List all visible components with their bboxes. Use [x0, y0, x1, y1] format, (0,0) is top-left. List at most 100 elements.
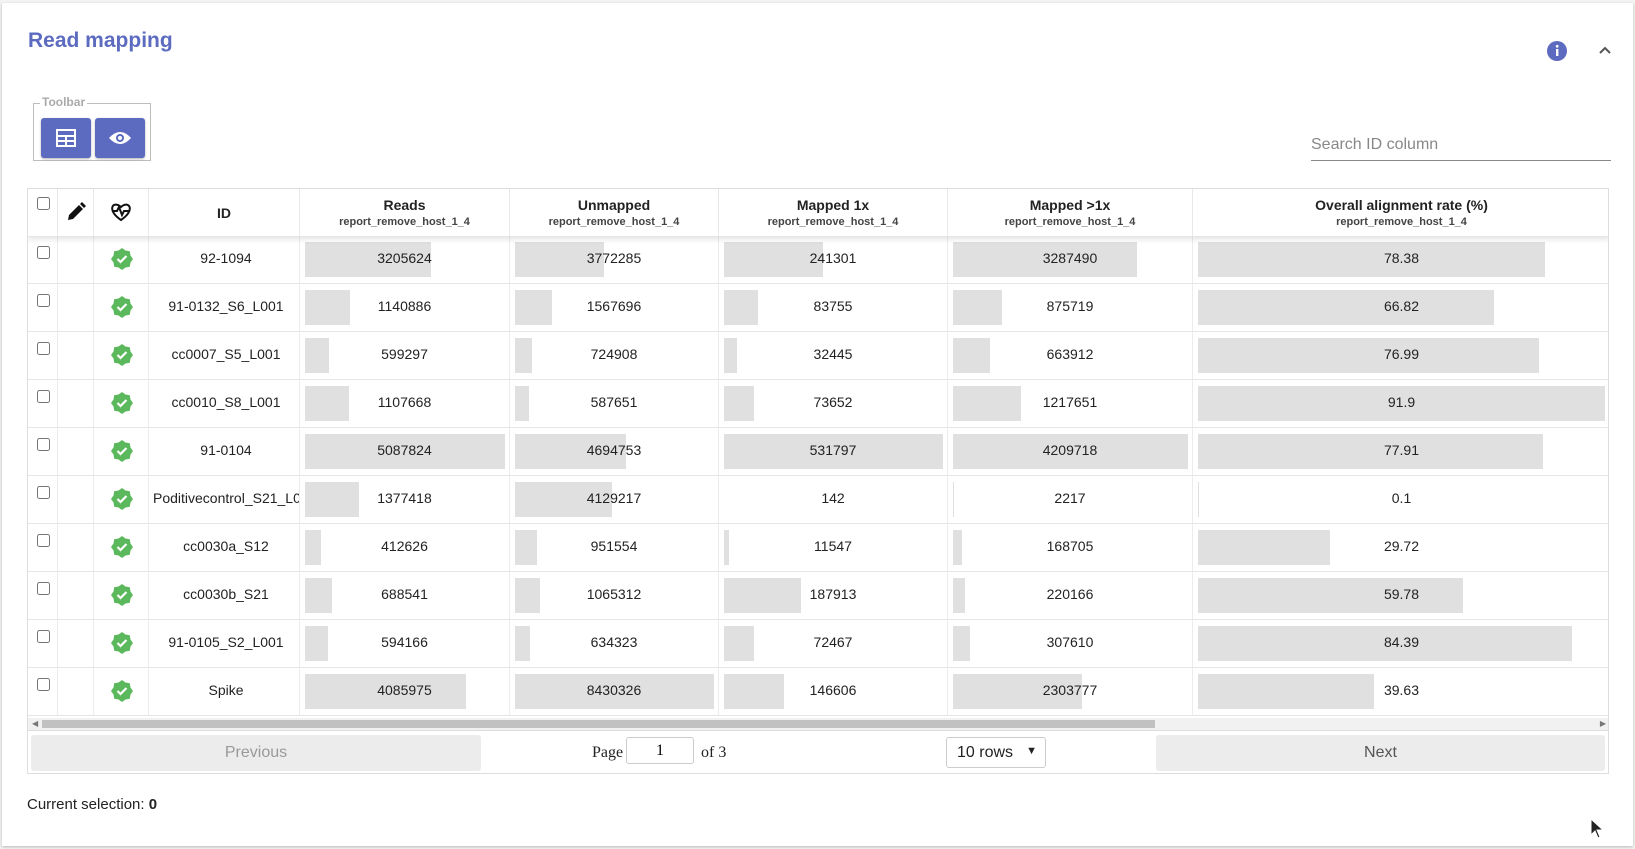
row-id: cc0030a_S12 [183, 538, 269, 554]
value-bar [1198, 290, 1494, 325]
value-bar [305, 386, 349, 421]
row-checkbox[interactable] [37, 678, 50, 691]
row-unmapped-value: 724908 [590, 346, 638, 362]
row-mapped1x-cell: 32445 [719, 332, 948, 379]
row-mappedgt1x-value: 3287490 [1042, 250, 1098, 266]
value-bar [305, 530, 322, 565]
row-id-cell: 92-1094 [149, 236, 300, 283]
row-unmapped-cell: 4129217 [510, 476, 719, 523]
row-rate-cell: 77.91 [1193, 428, 1608, 475]
row-mapped1x-cell: 187913 [719, 572, 948, 619]
row-reads-value: 4085975 [377, 682, 432, 698]
row-id-cell: cc0007_S5_L001 [149, 332, 300, 379]
value-bar [1198, 242, 1546, 277]
value-bar [953, 386, 1021, 421]
row-checkbox[interactable] [37, 534, 50, 547]
row-mapped1x-value: 11547 [814, 538, 852, 554]
column-visibility-button[interactable] [95, 118, 145, 158]
row-id: 92-1094 [200, 250, 252, 266]
value-bar [305, 242, 431, 277]
value-bar [724, 242, 824, 277]
row-reads-value: 412626 [381, 538, 428, 554]
scroll-left-icon[interactable]: ◀ [32, 719, 39, 728]
row-mappedgt1x-value: 875719 [1046, 298, 1094, 314]
row-mapped1x-value: 531797 [809, 442, 857, 458]
previous-button[interactable]: Previous [31, 735, 481, 771]
value-bar [305, 434, 505, 469]
scroll-right-icon[interactable]: ▶ [1599, 719, 1606, 728]
info-icon[interactable] [1546, 40, 1568, 62]
row-reads-cell: 688541 [300, 572, 510, 619]
row-checkbox[interactable] [37, 630, 50, 643]
check-badge-icon [111, 536, 133, 558]
row-reads-value: 5087824 [377, 442, 432, 458]
next-button[interactable]: Next [1156, 735, 1605, 771]
row-edit-cell [58, 332, 94, 379]
search-input[interactable] [1311, 129, 1611, 161]
rows-per-page-select[interactable]: 10 rows ▼ [946, 737, 1046, 768]
row-reads-value: 1140886 [377, 298, 432, 314]
header-id[interactable]: ID [149, 189, 300, 236]
eye-icon [109, 132, 131, 144]
row-checkbox[interactable] [37, 246, 50, 259]
row-rate-value: 0.1 [1391, 490, 1412, 506]
selection-label: Current selection: [27, 796, 145, 813]
row-unmapped-cell: 1567696 [510, 284, 719, 331]
row-checkbox[interactable] [37, 486, 50, 499]
chevron-up-icon[interactable] [1593, 39, 1617, 63]
value-bar [305, 626, 329, 661]
row-edit-cell [58, 524, 94, 571]
row-status-cell [94, 380, 149, 427]
selection-count: 0 [148, 796, 158, 813]
row-id-cell: 91-0104 [149, 428, 300, 475]
page-number-input[interactable] [626, 737, 694, 764]
row-select-cell [28, 236, 58, 283]
row-checkbox[interactable] [37, 582, 50, 595]
row-checkbox[interactable] [37, 438, 50, 451]
row-checkbox[interactable] [37, 390, 50, 403]
scroll-thumb[interactable] [42, 720, 1155, 728]
value-bar [953, 530, 963, 565]
check-badge-icon [111, 344, 133, 366]
header-mapped-1x[interactable]: Mapped 1x report_remove_host_1_4 [719, 189, 948, 236]
value-bar [953, 242, 1137, 277]
header-mapped-gt-1x[interactable]: Mapped >1x report_remove_host_1_4 [948, 189, 1193, 236]
horizontal-scrollbar[interactable]: ◀ ▶ [28, 718, 1608, 730]
header-alignment-rate[interactable]: Overall alignment rate (%) report_remove… [1315, 197, 1488, 228]
value-bar [1198, 578, 1463, 613]
value-bar [724, 434, 943, 469]
value-bar [953, 338, 991, 373]
row-checkbox[interactable] [37, 294, 50, 307]
row-id: cc0010_S8_L001 [171, 394, 281, 410]
row-mappedgt1x-value: 168705 [1046, 538, 1094, 554]
row-reads-cell: 594166 [300, 620, 510, 667]
row-mappedgt1x-value: 307610 [1046, 634, 1094, 650]
row-mappedgt1x-cell: 663912 [948, 332, 1193, 379]
header-unmapped[interactable]: Unmapped report_remove_host_1_4 [510, 189, 719, 236]
row-mapped1x-value: 72467 [813, 634, 853, 650]
row-rate-value: 84.39 [1383, 634, 1420, 650]
dropdown-arrow-icon: ▼ [1026, 745, 1037, 757]
row-id: 91-0105_S2_L001 [168, 634, 284, 650]
row-edit-cell [58, 668, 94, 715]
row-checkbox[interactable] [37, 342, 50, 355]
check-badge-icon [111, 440, 133, 462]
table-view-button[interactable] [41, 118, 91, 158]
row-id: 91-0104 [200, 442, 252, 458]
select-all-checkbox[interactable] [37, 197, 50, 210]
row-unmapped-cell: 634323 [510, 620, 719, 667]
toolbar: Toolbar [33, 95, 151, 161]
table-row[interactable]: Poditivecontrol_S21_L0011377418412921714… [28, 476, 1608, 524]
row-edit-cell [58, 284, 94, 331]
row-unmapped-cell: 951554 [510, 524, 719, 571]
header-reads[interactable]: Reads report_remove_host_1_4 [300, 189, 510, 236]
